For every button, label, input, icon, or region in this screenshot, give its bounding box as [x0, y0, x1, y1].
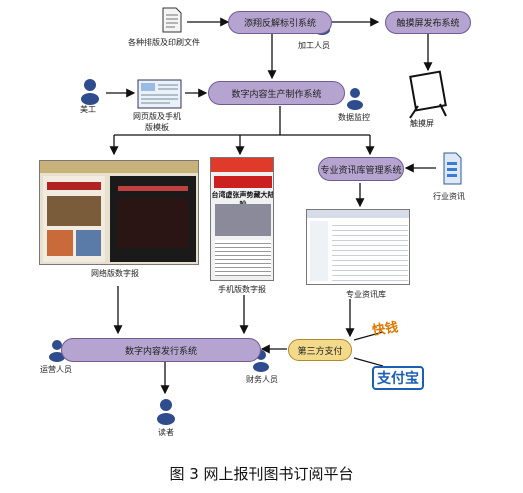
quick-money-logo: 快钱: [371, 320, 400, 339]
touch-publish-node: 触摸屏发布系统: [385, 11, 471, 34]
template-icon: [137, 79, 182, 109]
artist-label: 美工: [80, 105, 96, 114]
document-icon: [162, 7, 182, 33]
monitor-person-icon: [347, 88, 363, 110]
industry-document-icon: [443, 152, 462, 185]
distribution-node: 数字内容发行系统: [61, 338, 261, 362]
industry-info-label: 行业资讯: [433, 192, 465, 201]
mobile-masthead: [214, 176, 272, 188]
mobile-text-lines: [215, 240, 271, 276]
reader-person-icon: [157, 399, 175, 425]
mobile-edition-screenshot: 台湾虚张声势藏大陆吵: [210, 157, 274, 281]
touchscreen-label: 触摸屏: [410, 119, 434, 128]
mobile-edition-label: 手机版数字报: [218, 285, 266, 294]
pro-info-mgmt-node: 专业资讯库管理系统: [318, 157, 404, 181]
production-system-node: 数字内容生产制作系统: [208, 81, 345, 105]
pro-info-db-screenshot: [306, 209, 410, 285]
mobile-photo: [215, 204, 271, 236]
reader-label: 读者: [158, 428, 174, 437]
alipay-logo: 支付宝: [372, 366, 424, 390]
web-article-panel: [110, 176, 196, 262]
third-party-pay-node: 第三方支付: [288, 339, 352, 361]
source-files-label: 各种排版及印刷文件: [128, 38, 200, 47]
figure-caption: 图 3 网上报刊图书订阅平台: [169, 465, 354, 483]
operator-label: 运营人员: [40, 365, 72, 374]
pro-info-db-label: 专业资讯库: [346, 290, 386, 299]
web-page-thumb: [43, 176, 105, 262]
mark-system-node: 添翔反解标引系统: [228, 11, 332, 34]
web-header-bar: [40, 161, 198, 173]
data-monitor-label: 数据监控: [338, 113, 370, 122]
processor-label: 加工人员: [298, 41, 330, 50]
mobile-header-bar: [211, 158, 273, 172]
web-edition-screenshot: [39, 160, 199, 265]
line-alipay-to-pay: [353, 357, 384, 367]
finance-label: 财务人员: [246, 375, 278, 384]
web-edition-label: 网络版数字报: [91, 269, 139, 278]
touchscreen-icon: [409, 70, 447, 119]
line-quick-to-pay: [353, 331, 384, 341]
artist-person-icon: [81, 79, 99, 105]
template-label: 网页版及手机 版模板: [133, 112, 181, 132]
